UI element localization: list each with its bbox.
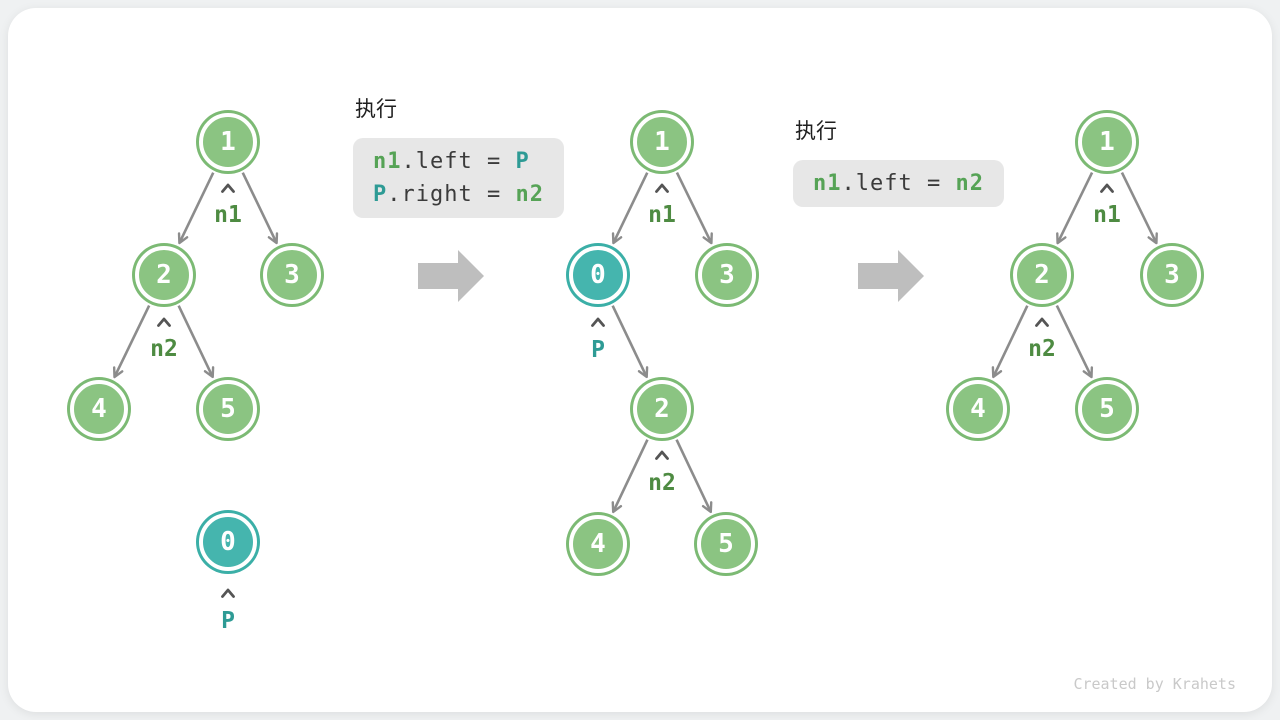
- tree-edge: [1055, 305, 1094, 379]
- tree-node-4: 4: [569, 515, 627, 573]
- tree-edge: [1120, 171, 1158, 245]
- tree-edge: [675, 439, 713, 514]
- tree-node-4: 4: [949, 380, 1007, 438]
- tree-node-2: 2: [135, 246, 193, 304]
- code-line: n1.left = P: [373, 145, 544, 178]
- tree-edge: [675, 171, 713, 245]
- code-token: .left =: [841, 171, 956, 196]
- caret-up-icon: [1098, 182, 1116, 194]
- pointer-label-n2: n2: [1028, 336, 1056, 362]
- code-token: .right =: [387, 182, 516, 207]
- caret-up-icon: [219, 182, 237, 194]
- step-2: 执行 n1.left = n2: [793, 118, 1004, 207]
- tree-node-1: 1: [199, 113, 257, 171]
- pointer-label-n2: n2: [648, 470, 676, 496]
- tree-node-2: 2: [1013, 246, 1071, 304]
- tree-node-1: 1: [633, 113, 691, 171]
- code-token: n2: [955, 171, 984, 196]
- code-token: n1: [373, 149, 402, 174]
- pointer-label-n1: n1: [1093, 202, 1121, 228]
- code-token: n1: [813, 171, 842, 196]
- tree-node-0: 0: [569, 246, 627, 304]
- code-line: n1.left = n2: [813, 167, 984, 200]
- tree-node-5: 5: [697, 515, 755, 573]
- pointer-label-n1: n1: [648, 202, 676, 228]
- tree-node-2: 2: [633, 380, 691, 438]
- tree-node-0: 0: [199, 513, 257, 571]
- tree-node-4: 4: [70, 380, 128, 438]
- step-title: 执行: [795, 120, 837, 143]
- tree-edge: [991, 305, 1029, 379]
- caret-up-icon: [653, 182, 671, 194]
- code-block: n1.left = n2: [793, 160, 1004, 207]
- tree-edge: [611, 305, 649, 379]
- tree-edge: [611, 172, 649, 245]
- caret-up-icon: [155, 316, 173, 328]
- code-token: .left =: [401, 149, 516, 174]
- arrow-right-icon: [858, 250, 924, 302]
- tree-edge: [177, 305, 215, 379]
- step-title: 执行: [355, 98, 397, 121]
- pointer-label-n2: n2: [150, 336, 178, 362]
- tree-edge: [177, 172, 215, 245]
- caret-up-icon: [589, 316, 607, 328]
- code-line: P.right = n2: [373, 178, 544, 211]
- caret-up-icon: [1033, 316, 1051, 328]
- tree-node-5: 5: [1078, 380, 1136, 438]
- tree-node-3: 3: [698, 246, 756, 304]
- pointer-label-P: P: [591, 337, 605, 363]
- pointer-label-n1: n1: [214, 202, 242, 228]
- arrow-right-icon: [418, 250, 484, 302]
- caret-up-icon: [219, 587, 237, 599]
- watermark: Created by Krahets: [1073, 675, 1236, 693]
- caret-up-icon: [653, 449, 671, 461]
- code-token: P: [373, 182, 388, 207]
- code-token: n2: [515, 182, 544, 207]
- tree-node-5: 5: [199, 380, 257, 438]
- tree-edge: [241, 172, 279, 245]
- tree-edge: [1056, 171, 1094, 245]
- tree-node-3: 3: [263, 246, 321, 304]
- tree-node-1: 1: [1078, 113, 1136, 171]
- tree-edge: [112, 305, 151, 379]
- code-token: P: [515, 149, 530, 174]
- tree-node-3: 3: [1143, 246, 1201, 304]
- tree-edge: [611, 439, 649, 514]
- pointer-label-P: P: [221, 608, 235, 634]
